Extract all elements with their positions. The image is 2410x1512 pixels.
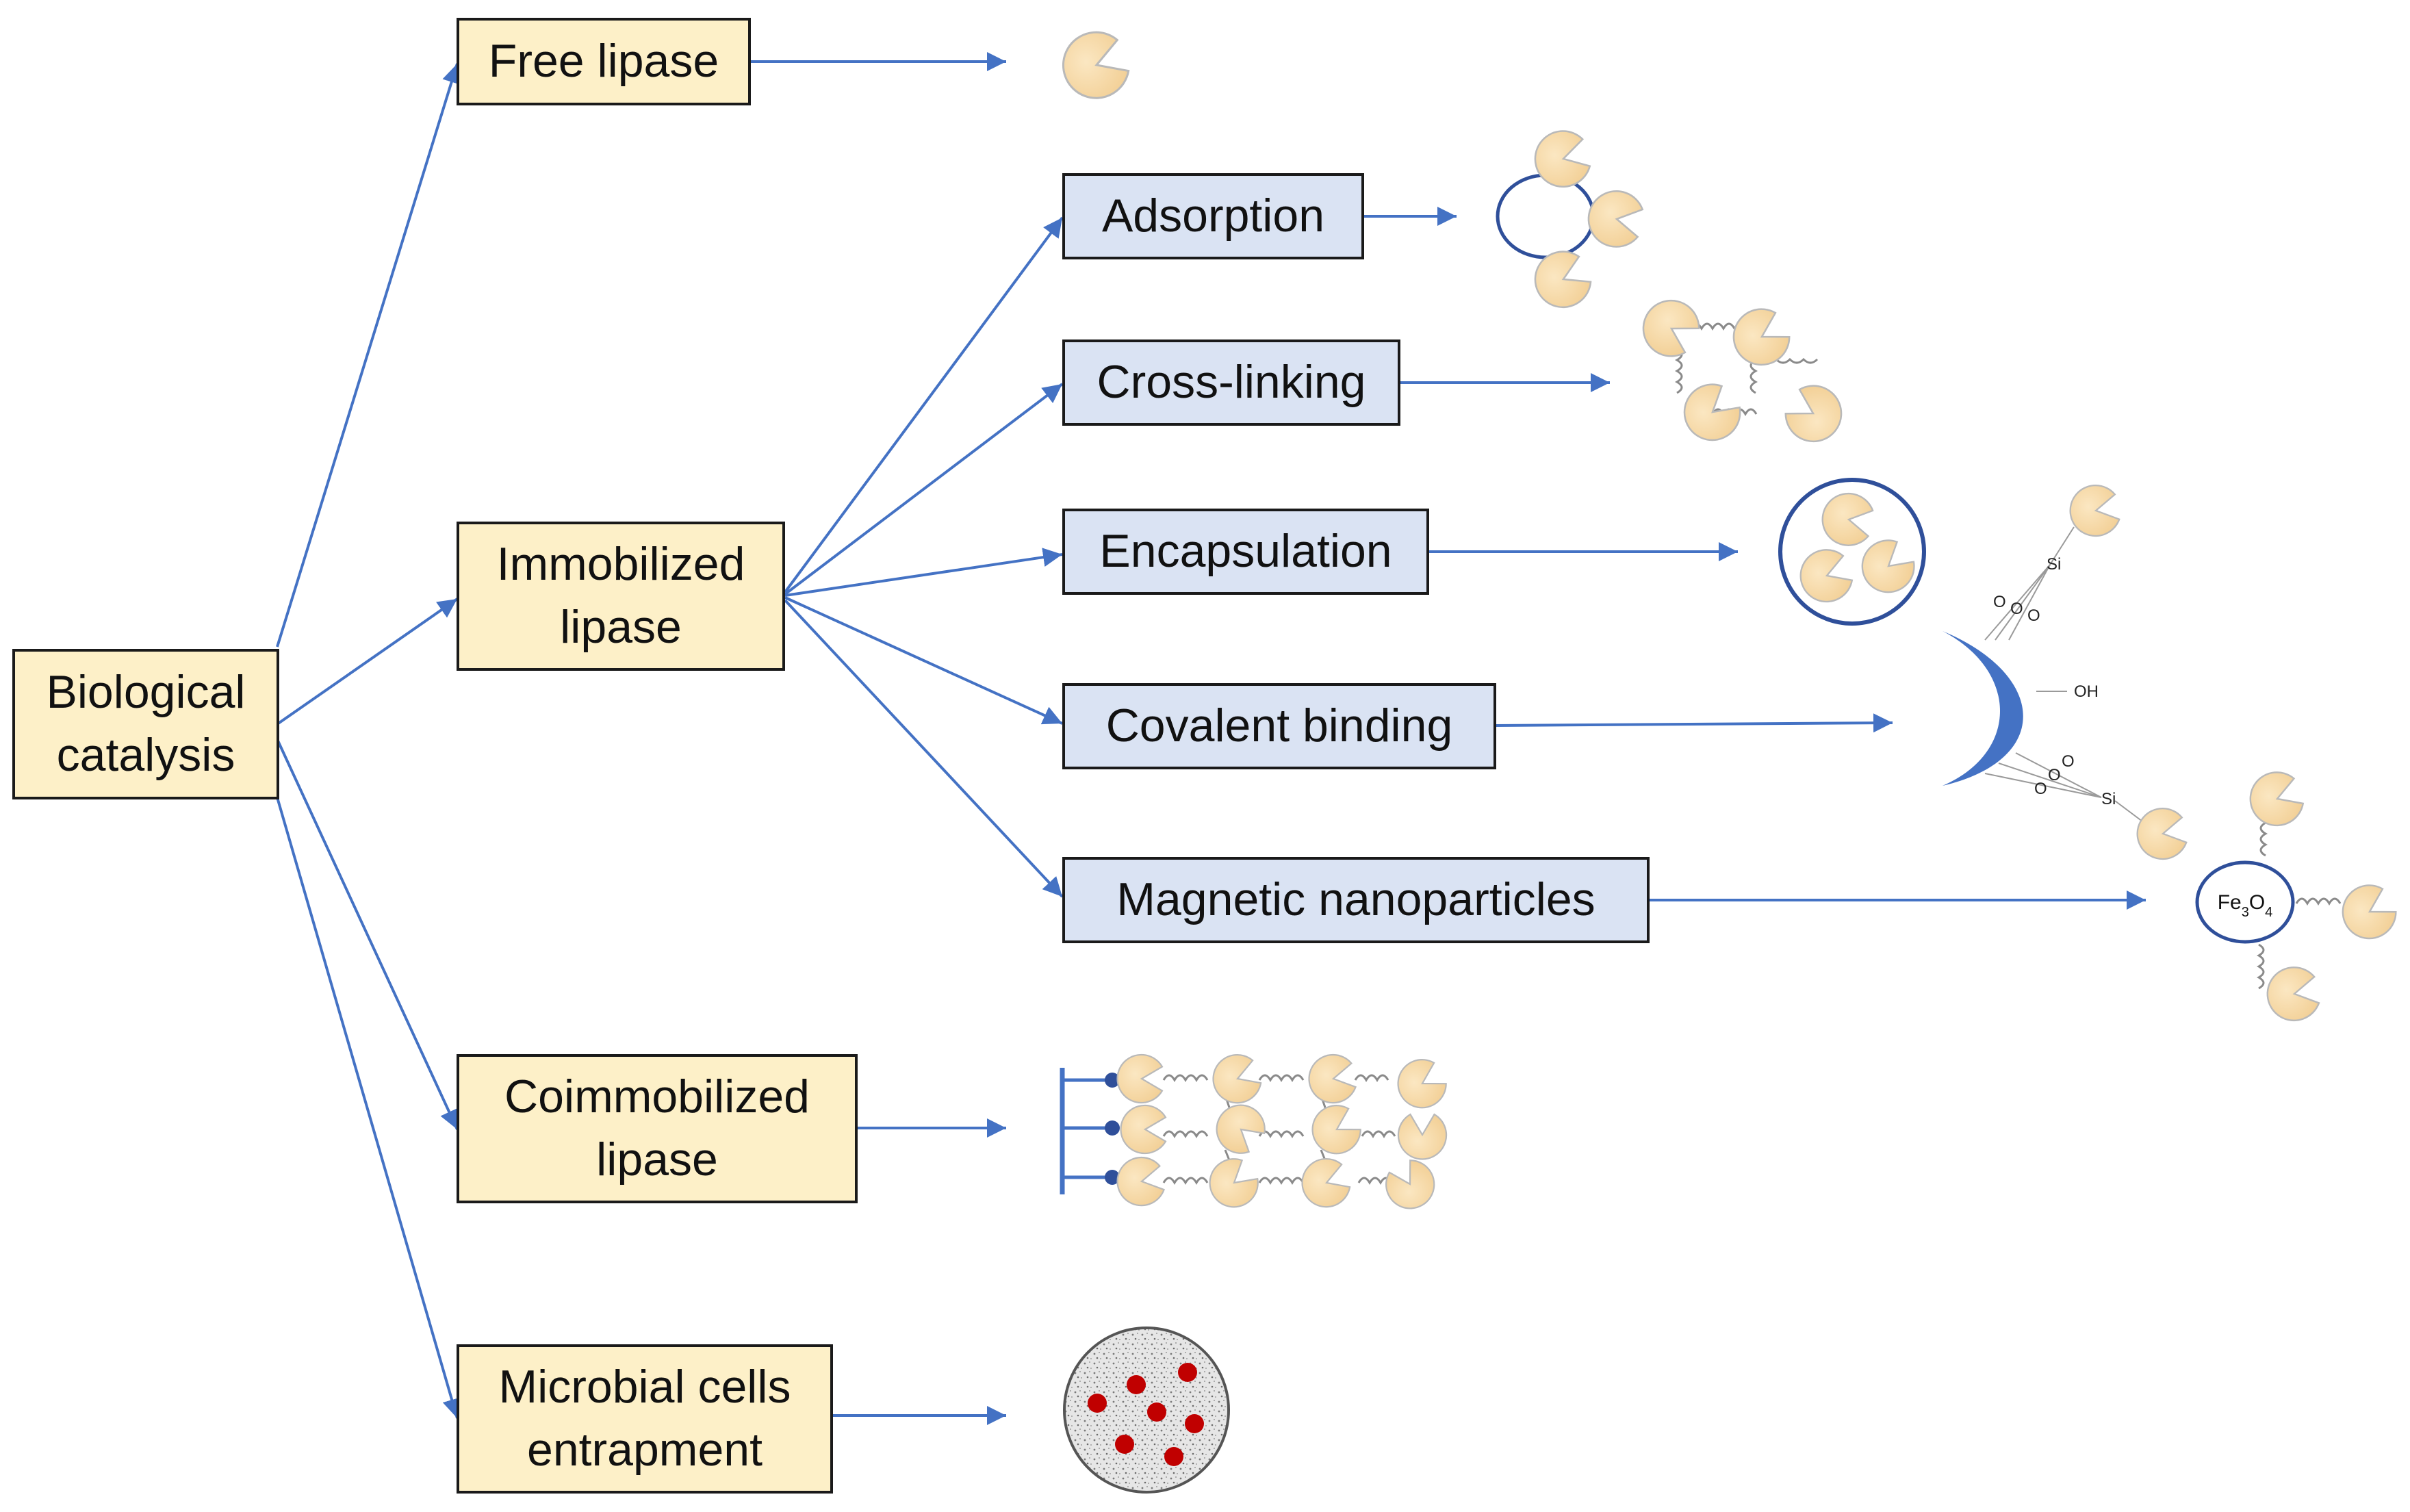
oxygen-label: O: [2027, 606, 2040, 625]
arrow-immob-to-magnetic: [784, 599, 1064, 898]
coimmobilized-enzyme-icon: [1116, 1053, 1164, 1104]
microbial-cell-icon: [1178, 1363, 1197, 1382]
oxygen-label: O: [1993, 593, 2006, 611]
oxygen-label: O: [2048, 766, 2061, 784]
encapsulation-node: Encapsulation: [1062, 509, 1429, 595]
magnetic-enzyme-icon: [2332, 876, 2404, 949]
microbial-cell-icon: [1115, 1435, 1134, 1454]
coimmobilized-enzyme-icon: [1388, 1051, 1453, 1118]
oxygen-label: O: [2062, 752, 2075, 771]
microbial-cell-icon: [1185, 1414, 1204, 1433]
magnetic-enzyme-icon: [2262, 962, 2322, 1026]
magnetic-enzyme-icon: [2242, 765, 2309, 834]
crosslinking-node: Cross-linking: [1062, 339, 1400, 426]
arrow-root-to-immobilized: [276, 598, 459, 726]
coimmobilized-enzyme-icon: [1120, 1104, 1167, 1155]
free-lipase-node: Free lipase: [457, 18, 751, 105]
coimmobilized-lipase-node: Coimmobilized lipase: [457, 1054, 858, 1203]
oxygen-label: O: [2010, 600, 2023, 618]
coimmobilized-enzyme-icon: [1397, 1113, 1448, 1160]
coimmobilized-enzyme-icon: [1206, 1094, 1273, 1162]
free-lipase-enzyme-icon: [1053, 23, 1136, 109]
arrow-immob-to-encapsulation: [784, 548, 1063, 597]
si-label: Si: [2101, 790, 2116, 808]
crosslinking-illustration: [1632, 290, 1853, 452]
arrow-root-to-microbial: [276, 797, 461, 1419]
magnetic-illustration: Fe3O4: [2195, 765, 2404, 1026]
adsorption-illustration: [1496, 125, 1646, 318]
immobilized-lipase-node: Immobilized lipase: [457, 522, 785, 671]
covalent-illustration: Si O O O OH O O O Si: [1943, 481, 2190, 864]
coimmobilized-enzyme-icon: [1112, 1153, 1167, 1210]
microbial-cell-icon: [1147, 1402, 1166, 1422]
microbial-cell-icon: [1088, 1394, 1107, 1413]
coimmobilized-enzyme-icon: [1303, 1097, 1368, 1164]
support-particle-icon: [1496, 173, 1595, 259]
coimmobilized-enzyme-icon: [1205, 1048, 1266, 1111]
arrow-immob-to-adsorption: [784, 216, 1064, 593]
encapsulation-illustration: [1778, 478, 1926, 626]
arrow-immob-to-covalent: [784, 596, 1063, 725]
fe3o4-particle-icon: [2195, 860, 2295, 944]
connectors: [276, 52, 2146, 1425]
root-node: Biological catalysis: [12, 649, 279, 799]
crosslinked-enzyme-icon: [1778, 376, 1853, 452]
microbial-cells-entrapment-node: Microbial cells entrapment: [457, 1344, 833, 1494]
covalent-binding-node: Covalent binding: [1062, 683, 1496, 769]
microbial-cell-icon: [1127, 1375, 1146, 1394]
crosslinked-enzyme-icon: [1672, 374, 1749, 452]
arrow-covalent-to-image: [1496, 713, 1893, 733]
coimmobilized-enzyme-icon: [1199, 1150, 1266, 1218]
oh-label: OH: [2074, 682, 2099, 701]
fe3o4-label: Fe3O4: [2218, 891, 2273, 920]
adsorption-node: Adsorption: [1062, 173, 1364, 259]
coimmobilized-enzyme-icon: [1378, 1153, 1444, 1218]
magnetic-nanoparticles-node: Magnetic nanoparticles: [1062, 857, 1650, 943]
arrow-root-to-coimmobilized: [276, 739, 459, 1130]
coimmobilized-enzyme-icon: [1294, 1152, 1355, 1215]
crosslinked-enzyme-icon: [1722, 300, 1797, 376]
adsorbed-enzyme-icon: [1583, 185, 1646, 252]
crosslinked-enzyme-icon: [1632, 290, 1707, 366]
oxygen-label: O: [2034, 780, 2047, 798]
entrapment-matrix-icon: [1063, 1327, 1230, 1494]
support-surface-icon: [1943, 631, 2023, 786]
si-label: Si: [2047, 555, 2061, 574]
coimmobilized-enzyme-icon: [1304, 1051, 1359, 1107]
microbial-cell-icon: [1164, 1447, 1183, 1466]
arrow-root-to-free: [276, 63, 461, 648]
covalent-enzyme-icon: [2065, 481, 2123, 541]
coimmobilized-illustration: [1060, 1048, 1453, 1218]
arrow-immob-to-crosslinking: [784, 383, 1064, 595]
microbial-illustration: [1063, 1327, 1230, 1494]
covalent-enzyme-icon: [2132, 804, 2190, 864]
